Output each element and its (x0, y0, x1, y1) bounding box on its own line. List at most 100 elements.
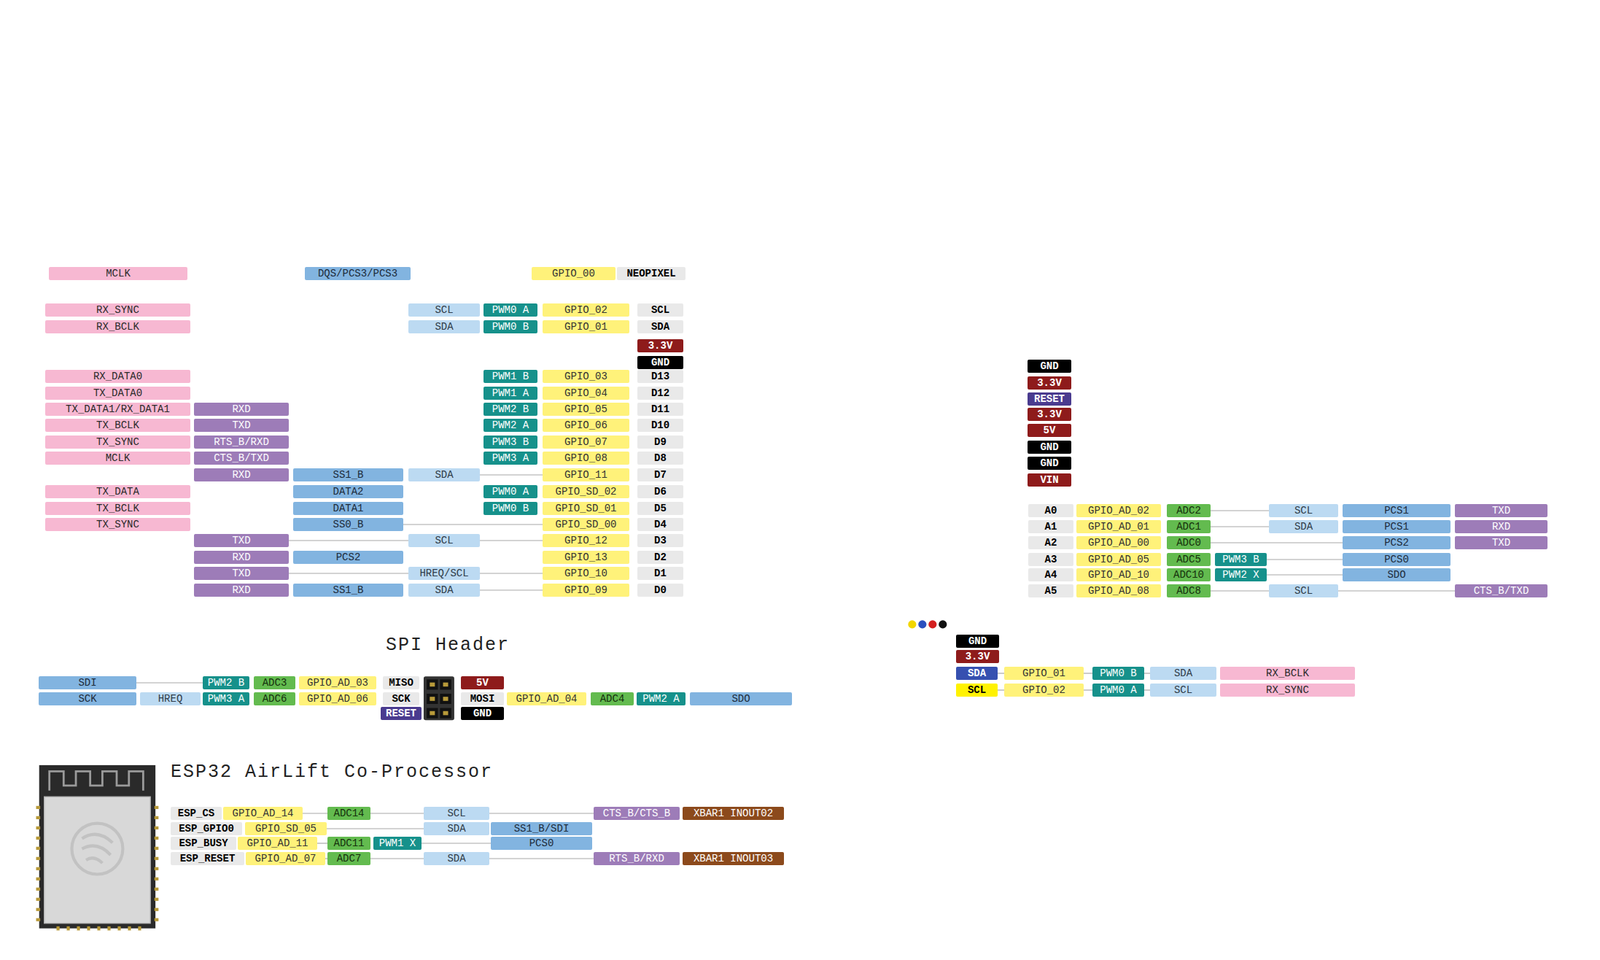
pin-label: ADC4 (590, 692, 634, 706)
pin-label: MISO (382, 676, 420, 690)
leader-line (1338, 589, 1455, 591)
pin-label: GPIO_AD_11 (237, 836, 318, 850)
pin-label: ADC1 (1166, 519, 1211, 534)
pin-label: GPIO_10 (542, 566, 630, 580)
pin-label: GPIO_02 (542, 303, 630, 317)
pin-label: TX_SYNC (45, 517, 191, 531)
pin-label: PCS2 (293, 550, 404, 564)
pin-label: SCK (382, 692, 420, 706)
pin-label: PWM0 B (483, 501, 538, 515)
pin-label: GPIO_06 (542, 418, 630, 432)
pin-label: SDA (408, 468, 480, 482)
pin-label: GPIO_SD_05 (245, 821, 327, 836)
leader-line (288, 572, 409, 574)
pin-label: D11 (637, 402, 684, 416)
pin-label: GND (1027, 359, 1072, 373)
pin-label: D13 (637, 369, 684, 383)
pin-label: PWM3 A (483, 451, 538, 465)
section-title: SPI Header (385, 634, 510, 657)
pin-label: GPIO_11 (542, 468, 630, 482)
pin-label: PCS1 (1342, 519, 1451, 534)
pin-label: RX_BCLK (45, 320, 191, 334)
stemma-connector (907, 619, 947, 628)
pin-label: ADC11 (327, 836, 371, 850)
pin-label: A2 (1028, 536, 1074, 550)
pin-label: A5 (1028, 584, 1074, 598)
leader-line (479, 589, 543, 590)
pin-label: PWM2 A (636, 692, 686, 706)
pin-label: SCL (423, 806, 490, 820)
pin-label: SCL (1268, 503, 1339, 518)
pin-label: SDA (637, 320, 684, 334)
pin-label: PWM2 A (483, 418, 538, 432)
leader-line (326, 827, 424, 829)
pin-label: XBAR1 INOUT02 (682, 806, 784, 820)
leader-line (489, 857, 594, 859)
pin-label: PWM2 X (1214, 568, 1267, 582)
leader-line (479, 539, 543, 541)
pin-label: ADC14 (327, 806, 371, 820)
pin-label: RXD (193, 583, 289, 597)
pin-label: VIN (1027, 473, 1072, 487)
pin-label: PCS0 (490, 836, 593, 850)
pin-label: A1 (1028, 519, 1074, 534)
pin-label: ADC8 (1166, 584, 1211, 598)
pin-label: PWM3 A (202, 692, 250, 706)
pin-label: RXD (193, 550, 289, 564)
pin-label: D4 (637, 517, 684, 531)
leader-line (479, 572, 543, 574)
pin-label: TXD (193, 418, 289, 432)
pin-label: CTS_B/CTS_B (593, 806, 680, 820)
pin-label: DATA1 (293, 501, 404, 515)
pin-label: SDA (408, 320, 480, 334)
pin-label: GND (956, 634, 1000, 648)
pin-label: ADC6 (253, 692, 296, 706)
pin-label: D8 (637, 451, 684, 465)
leader-line (489, 812, 594, 814)
pin-label: HREQ/SCL (408, 566, 480, 580)
pin-label: A4 (1028, 568, 1074, 582)
pin-label: GPIO_SD_01 (542, 501, 630, 515)
pin-label: MOSI (460, 692, 504, 706)
pin-label: ESP_CS (170, 806, 222, 820)
leader-line (136, 681, 203, 683)
pin-label: D5 (637, 501, 684, 515)
leader-line (288, 539, 409, 541)
pin-label: SCL (956, 683, 998, 697)
pin-label: RX_BCLK (1220, 666, 1355, 680)
pin-label: SDA (1150, 666, 1217, 680)
section-title: ESP32 AirLift Co-Processor (170, 761, 493, 784)
leader-line (1210, 509, 1269, 511)
pin-label: GPIO_AD_14 (223, 806, 303, 820)
pin-label: A0 (1028, 503, 1074, 518)
pin-label: SS0_B (293, 517, 404, 531)
pin-label: PWM1 X (373, 836, 422, 850)
pin-label: D10 (637, 418, 684, 432)
leader-line (421, 842, 491, 844)
pin-label: GPIO_AD_01 (1076, 519, 1161, 534)
pin-label: DATA2 (293, 484, 404, 499)
leader-line (1083, 689, 1093, 690)
pin-label: TX_SYNC (45, 435, 191, 449)
pin-label: ADC7 (327, 851, 371, 865)
pin-label: GND (460, 706, 504, 720)
pin-label: SCK (38, 692, 137, 706)
pin-label: GND (1027, 440, 1072, 454)
pin-label: D1 (637, 566, 684, 580)
pin-label: PWM0 B (1092, 666, 1145, 680)
leader-line (1210, 541, 1343, 543)
pin-label: SCL (1268, 584, 1339, 598)
pin-label: RTS_B/RXD (593, 851, 680, 865)
pin-label: GPIO_00 (531, 266, 616, 281)
pin-label: GPIO_AD_08 (1076, 584, 1161, 598)
pin-label: TXD (1454, 536, 1548, 550)
pin-label: CTS_B/TXD (193, 451, 289, 465)
pin-label: SDO (1342, 568, 1451, 582)
pin-label: RXD (193, 402, 289, 416)
pin-label: 3.3V (1027, 376, 1072, 390)
pin-label: GPIO_13 (542, 550, 630, 564)
pin-label: TX_BCLK (45, 418, 191, 432)
pin-label: HREQ (140, 692, 201, 706)
pin-label: SCL (408, 533, 480, 547)
pin-label: SS1_B (293, 468, 404, 482)
